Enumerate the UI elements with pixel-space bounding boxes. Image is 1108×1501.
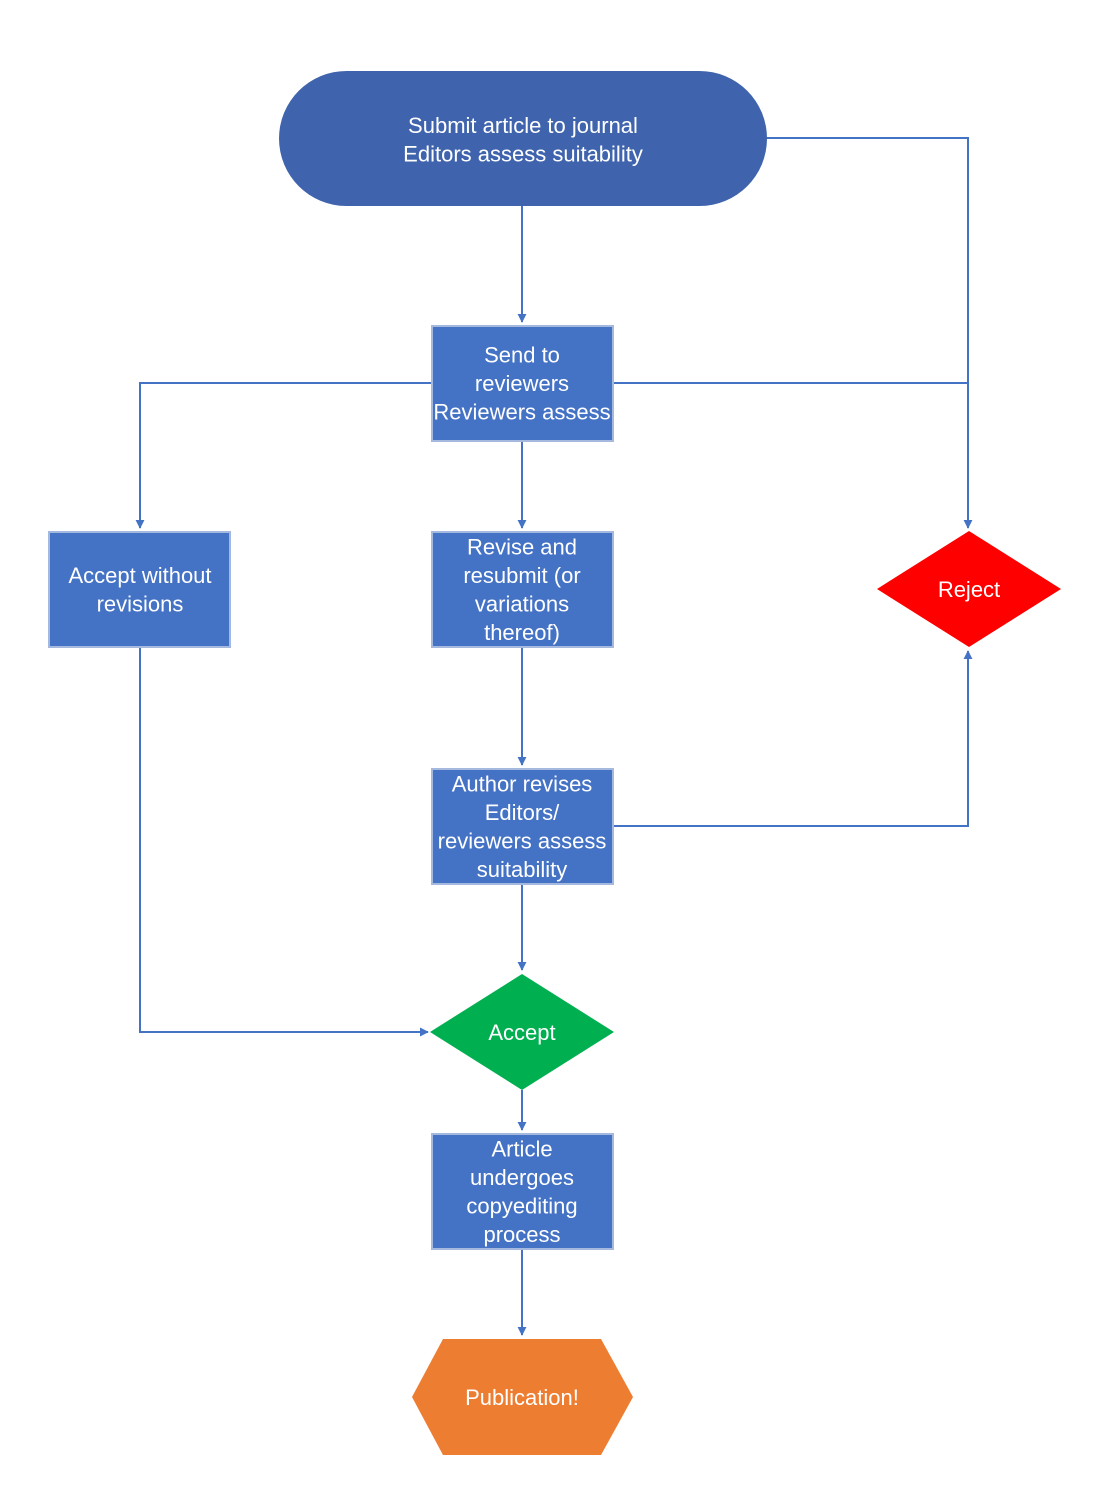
copyediting-label: Article undergoes copyediting process: [466, 1136, 577, 1247]
reject-label: Reject: [938, 577, 1000, 602]
edge-author-revises-to-reject: [613, 650, 973, 827]
author-revises-line: Author revises: [452, 771, 593, 796]
revise-resubmit-line: Revise and: [467, 534, 577, 559]
accept-diamond: [430, 974, 614, 1090]
connectors: [135, 137, 973, 1336]
submit-line: Submit article to journal: [408, 112, 638, 137]
node-copyediting: Article undergoes copyediting process: [431, 1133, 614, 1250]
node-publication: Publication!: [412, 1339, 633, 1455]
revise-resubmit-box: [431, 531, 614, 648]
author-revises-box: [431, 768, 614, 885]
edge-send-reviewers-to-accept-without: [135, 382, 432, 529]
submit-terminator: [279, 71, 767, 206]
accept-without-label: Accept without revisions: [68, 562, 211, 616]
accept-line: Accept: [488, 1020, 555, 1045]
reject-diamond: [877, 531, 1061, 647]
copyediting-box: [431, 1133, 614, 1250]
revise-resubmit-line: resubmit (or: [463, 562, 580, 587]
edge-submit-to-reject: [766, 137, 973, 529]
publication-hexagon: [412, 1339, 633, 1455]
submit-line: Editors assess suitability: [403, 141, 643, 166]
edge-accept-without-to-accept: [139, 647, 429, 1037]
node-accept: Accept: [430, 974, 614, 1090]
author-revises-line: reviewers assess: [438, 828, 607, 853]
send-reviewers-line: Reviewers assess: [433, 399, 610, 424]
send-reviewers-box: [431, 325, 614, 442]
revise-resubmit-line: variations: [475, 591, 569, 616]
accept-without-line: Accept without: [68, 562, 211, 587]
author-revises-line: suitability: [477, 856, 567, 881]
accept-label: Accept: [488, 1020, 555, 1045]
accept-without-line: revisions: [97, 591, 184, 616]
publication-label: Publication!: [465, 1385, 579, 1410]
node-revise-resubmit: Revise and resubmit (or variations thereof): [431, 531, 614, 648]
accept-without-box: [48, 531, 231, 648]
reject-line: Reject: [938, 577, 1000, 602]
revise-resubmit-line: thereof): [484, 619, 560, 644]
author-revises-line: Editors/: [485, 799, 560, 824]
copyediting-line: process: [483, 1221, 560, 1246]
revise-resubmit-label: Revise and resubmit (or variations thereof): [463, 534, 580, 645]
copyediting-line: Article: [491, 1136, 552, 1161]
node-accept-without-revisions: Accept without revisions: [48, 531, 231, 648]
publication-line: Publication!: [465, 1385, 579, 1410]
node-reject: Reject: [877, 531, 1061, 647]
copyediting-line: undergoes: [470, 1164, 574, 1189]
copyediting-line: copyediting: [466, 1193, 577, 1218]
send-reviewers-line: reviewers: [475, 371, 569, 396]
send-reviewers-line: Send to: [484, 342, 560, 367]
